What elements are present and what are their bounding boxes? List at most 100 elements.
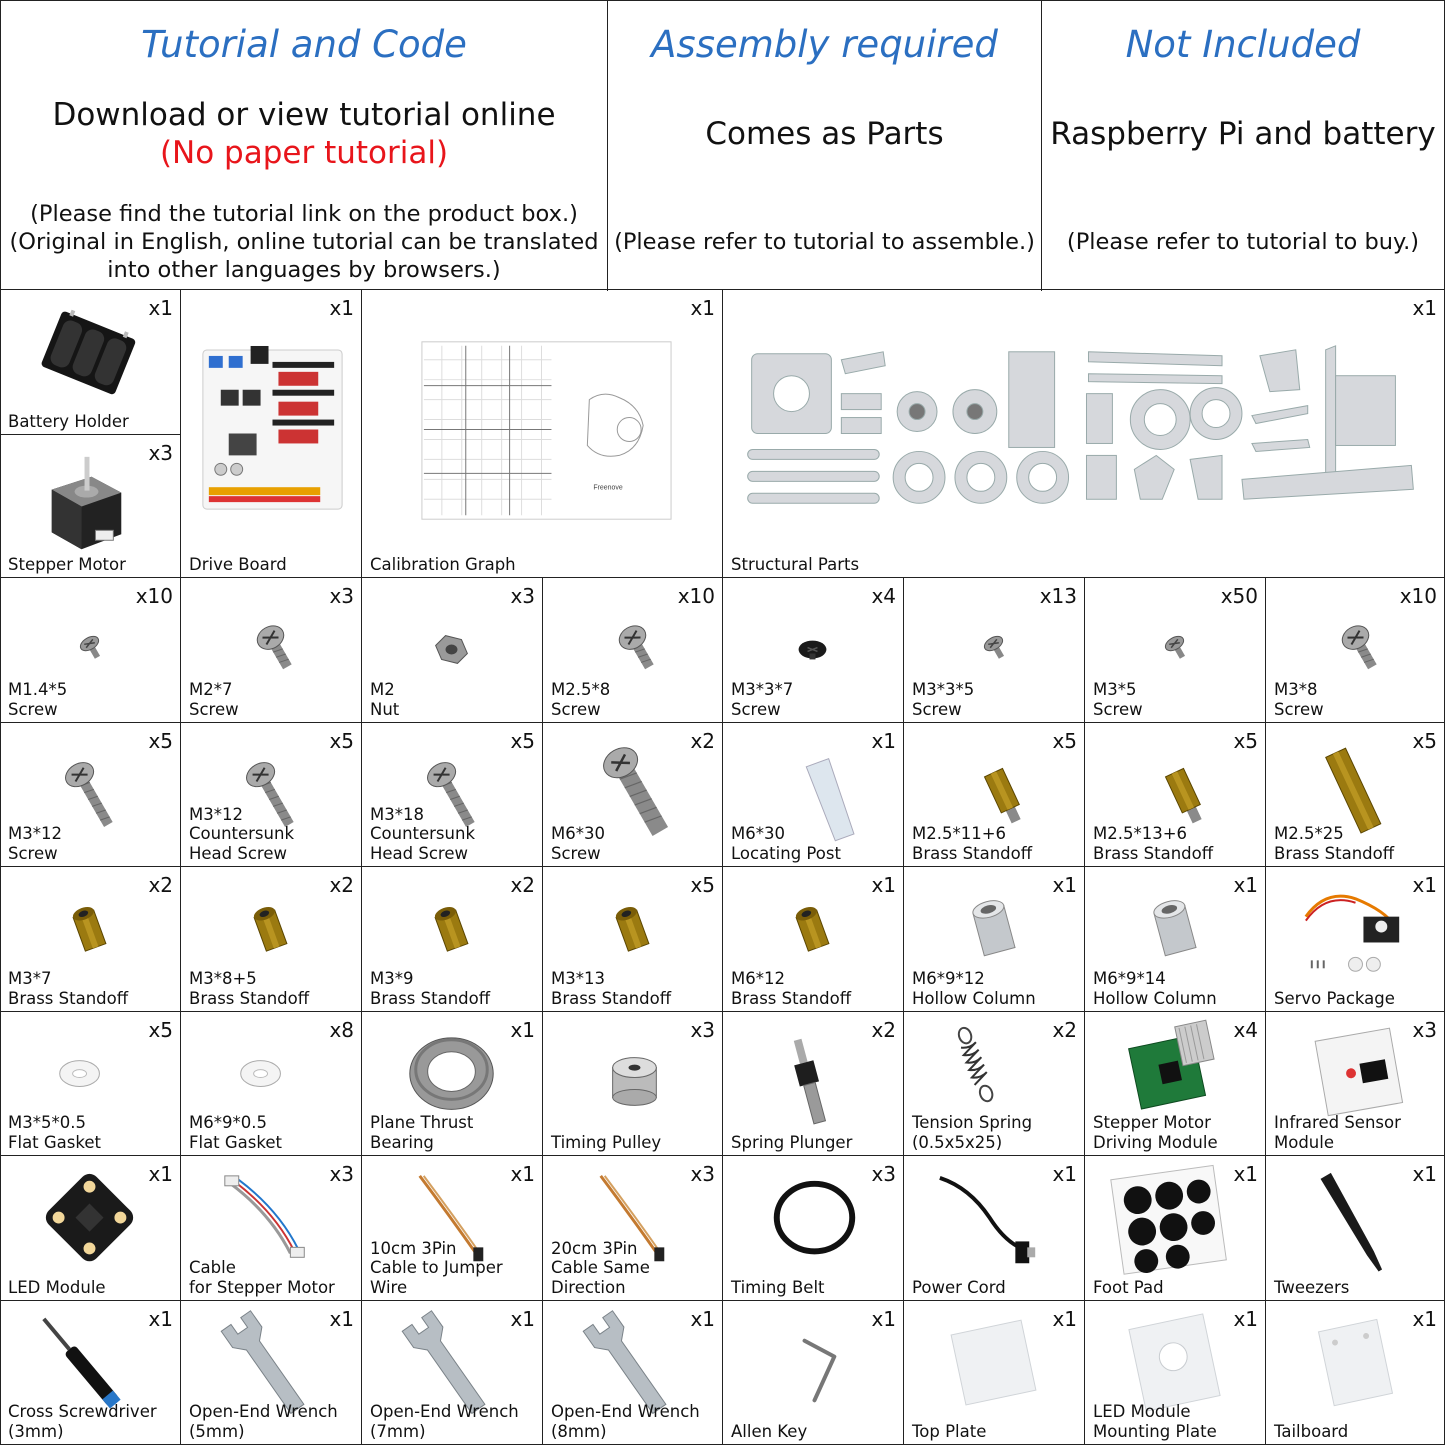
locating-post-icon [805, 758, 855, 842]
part-qty: x1 [690, 1307, 715, 1331]
part-qty: x10 [1399, 584, 1437, 608]
part-label-line: Brass Standoff [8, 988, 129, 1008]
part-qty: x3 [871, 1162, 896, 1186]
part-name: Power Cord [912, 1278, 1006, 1298]
part-name: Allen Key [731, 1422, 807, 1442]
plate-icon [950, 1319, 1037, 1406]
part-label-line: M1.4*5 [8, 680, 68, 699]
part-label-line: M6*9*0.5 [189, 1113, 267, 1132]
info-header: Tutorial and Code Download or view tutor… [0, 0, 1445, 291]
part-qty: x2 [1052, 1018, 1077, 1042]
part-qty: x5 [329, 729, 354, 753]
part-qty: x50 [1220, 584, 1258, 608]
part-label-line: Cross Screwdriver [8, 1402, 157, 1421]
part-qty: x1 [1052, 1307, 1077, 1331]
part-label-line: Cable [189, 1258, 236, 1277]
part-label-line: Head Screw [189, 843, 288, 863]
part-label-line: M3*12 [8, 824, 62, 843]
part-label-line: 10cm 3Pin [370, 1238, 457, 1258]
brass-hex-icon [72, 907, 107, 952]
svg-text:Freenove: Freenove [593, 484, 623, 491]
wrench-icon [401, 1310, 486, 1415]
screw-icon [1341, 625, 1377, 670]
part-label-line: Module [1274, 1132, 1334, 1152]
part-qty: x1 [329, 296, 354, 320]
screw-icon [256, 625, 292, 670]
part-label-line: Locating Post [731, 843, 841, 863]
part-label-line: M3*3*7 [731, 680, 794, 699]
part-label-line: (5mm) [189, 1421, 245, 1441]
stepper-motor-icon [51, 456, 122, 550]
part-name: Open-End Wrench(5mm) [189, 1402, 338, 1441]
part-name: Timing Belt [731, 1278, 825, 1298]
part-label-line: M3*8+5 [189, 969, 257, 988]
tweezers-icon [1320, 1172, 1383, 1272]
brass-hex-icon [253, 907, 288, 952]
no-paper-note: (No paper tutorial) [159, 135, 449, 171]
part-name: Servo Package [1274, 989, 1395, 1009]
cable-icon [224, 1175, 305, 1258]
foot-pad-icon [1110, 1164, 1227, 1275]
screw-long-icon [427, 762, 475, 828]
wrench-icon [582, 1310, 667, 1415]
part-qty: x1 [148, 296, 173, 320]
part-label-line: M3*5*0.5 [8, 1113, 86, 1132]
led-plate-icon [1128, 1313, 1221, 1412]
part-structural-parts: x1 Structural Parts [723, 290, 1445, 578]
part-label-line: Plane Thrust Bearing [370, 1113, 474, 1152]
tutorial-note-3: into other languages by browsers.) [107, 257, 501, 283]
part-label-line: Power Cord [912, 1277, 1006, 1297]
part-qty: x4 [871, 584, 896, 608]
part-label-line: Top Plate [912, 1421, 987, 1441]
allen-key-icon [802, 1338, 837, 1403]
ir-sensor-icon [1314, 1027, 1404, 1117]
part-qty: x4 [1233, 1018, 1258, 1042]
tutorial-title: Tutorial and Code [141, 23, 467, 66]
part-qty: x2 [329, 873, 354, 897]
part-label-line: for Stepper Motor [189, 1277, 335, 1297]
part-qty: x1 [148, 1307, 173, 1331]
hollow-column-icon [972, 900, 1016, 957]
part-label-line: M3*18 [370, 804, 424, 824]
hollow-column-icon [1153, 900, 1197, 957]
part-name: Open-End Wrench(7mm) [370, 1402, 519, 1441]
part-label-line: Brass Standoff [1093, 843, 1214, 863]
part-label-line: Open-End Wrench [370, 1402, 519, 1421]
part-label-line: Brass Standoff [912, 843, 1033, 863]
part-qty: x3 [690, 1162, 715, 1186]
part-label-line: M6*30 [551, 824, 605, 843]
part-label-line: Screw [1093, 699, 1143, 719]
part-label-line: Brass Standoff [189, 988, 310, 1008]
driver-module-icon [1128, 1019, 1215, 1110]
part-label-line: Screw [189, 699, 239, 719]
part-label-line: (0.5x5x25) [912, 1132, 1003, 1152]
screw-long-icon [65, 762, 113, 828]
gasket-icon [240, 1060, 281, 1087]
part-label-line: LED Module [8, 1277, 106, 1297]
spring-icon [957, 1026, 994, 1103]
part-label-line: (7mm) [370, 1421, 426, 1441]
black-screw-icon [798, 640, 827, 660]
part-label-line: M6*12 [731, 969, 785, 988]
not-included-note: (Please refer to tutorial to buy.) [1066, 229, 1420, 255]
part-qty: x1 [1412, 873, 1437, 897]
part-name: Calibration Graph [370, 554, 516, 574]
